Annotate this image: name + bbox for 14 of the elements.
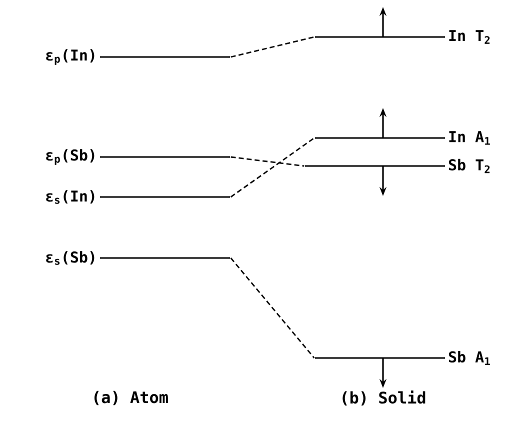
dashed-connector [230,36,314,58]
dashed-connector [230,258,315,358]
energy-level: In T$_{2}$ [314,30,490,44]
energy-level: ε$_{p}$(In) [46,49,231,65]
panel-label: (a) Atom [94,390,168,406]
energy-level: ε$_{s}$(In) [46,190,231,204]
energy-level: Sb A$_{1}$ [314,350,490,366]
energy-level: In A$_{1}$ [314,131,490,145]
energy-level: ε$_{s}$(Sb) [46,251,231,265]
energy-level: Sb T$_{2}$ [304,158,490,174]
dashed-connector [230,156,304,167]
energy-level: ε$_{p}$(Sb) [46,149,231,165]
panel-label: (b) Solid [342,390,426,406]
dashed-connector [230,137,315,198]
